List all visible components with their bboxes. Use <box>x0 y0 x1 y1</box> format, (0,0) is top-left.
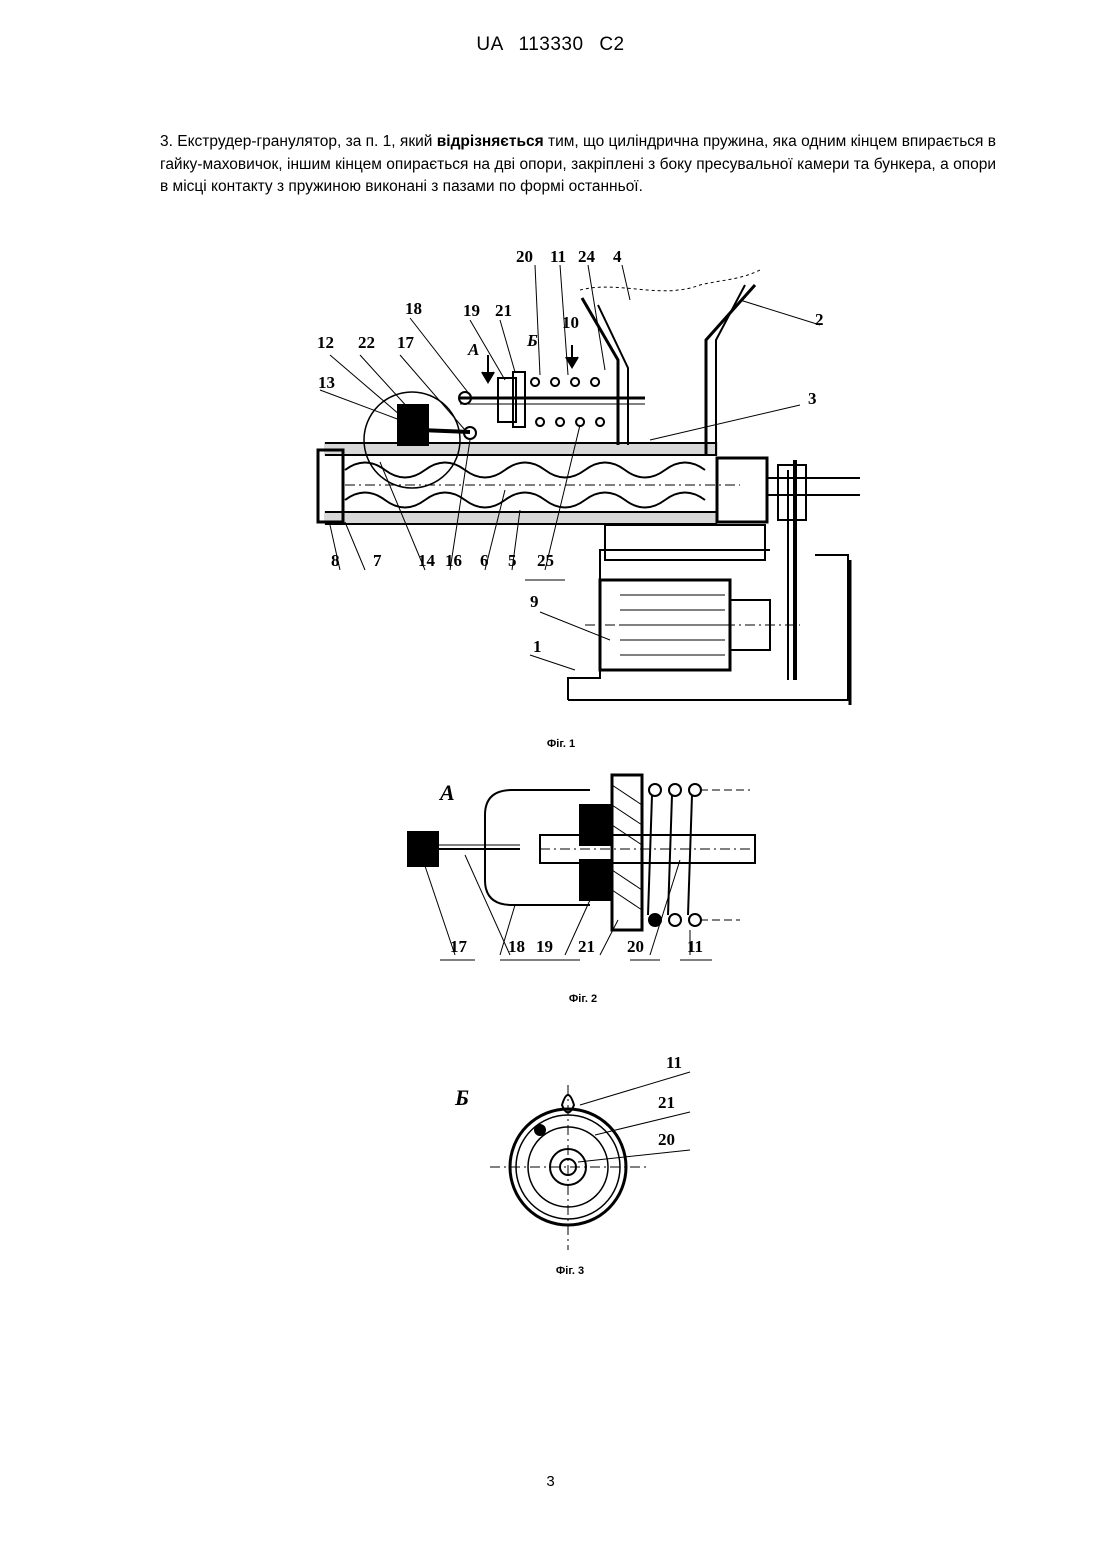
fig3-view-label: Б <box>454 1085 469 1110</box>
page-number: 3 <box>0 1473 1101 1490</box>
fig3-label: 20 <box>658 1130 675 1149</box>
fig3-label: 21 <box>658 1093 675 1112</box>
figure-3-drawing: Б 11 21 20 <box>0 0 1101 1250</box>
fig3-label: 11 <box>666 1053 682 1072</box>
figure-3-caption: Фіг. 3 <box>530 1265 610 1277</box>
